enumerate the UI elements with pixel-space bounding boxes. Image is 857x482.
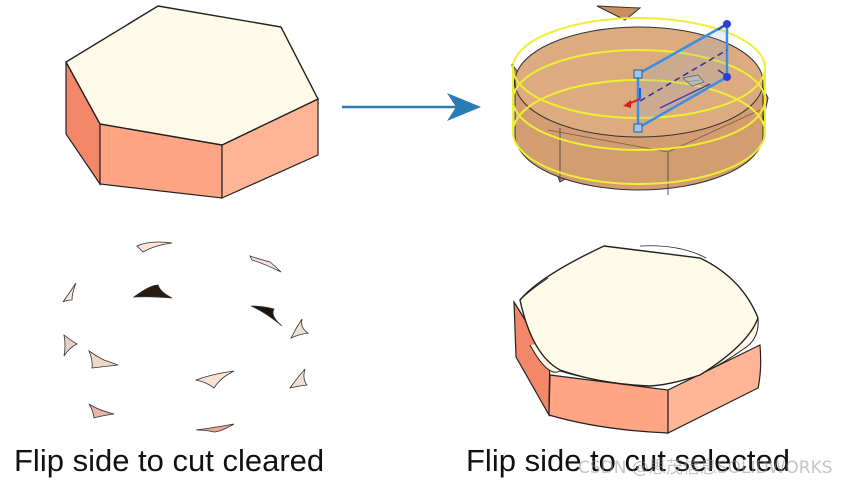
sliver <box>63 333 78 357</box>
hex-prism-original <box>65 5 319 199</box>
sliver <box>195 423 235 433</box>
sketch-axis <box>639 49 728 102</box>
hex-prism-chamfered-result <box>513 245 762 434</box>
sliver <box>249 255 282 273</box>
plane-vertex-handle[interactable] <box>723 73 731 81</box>
caption-flip-side-selected: Flip side to cut selected <box>466 443 790 478</box>
sliver <box>132 284 173 299</box>
hex-prism-with-cut-preview <box>511 5 769 195</box>
sliver <box>289 368 308 389</box>
sliver <box>62 282 77 303</box>
hex-prism-top-face <box>65 5 319 146</box>
right-arrow-icon <box>342 93 481 121</box>
sliver <box>136 241 173 253</box>
sliver <box>88 403 115 419</box>
square-handle-icon[interactable] <box>633 69 643 79</box>
cut-off-slivers <box>62 241 310 433</box>
sliver <box>194 370 235 389</box>
sliver <box>88 349 119 369</box>
hex-prism-corner-back <box>596 5 642 21</box>
plane-vertex-handle[interactable] <box>723 20 731 28</box>
result-right-side <box>667 344 762 434</box>
square-handle-icon[interactable] <box>633 123 643 133</box>
sliver <box>250 305 283 327</box>
sliver <box>290 318 310 339</box>
watermark: CSDN @思茂信息SOLIDWORKS <box>578 458 833 478</box>
caption-flip-side-cleared: Flip side to cut cleared <box>14 443 325 478</box>
mouse-cursor-icon <box>682 74 705 87</box>
axis-triad-icon <box>623 25 725 108</box>
